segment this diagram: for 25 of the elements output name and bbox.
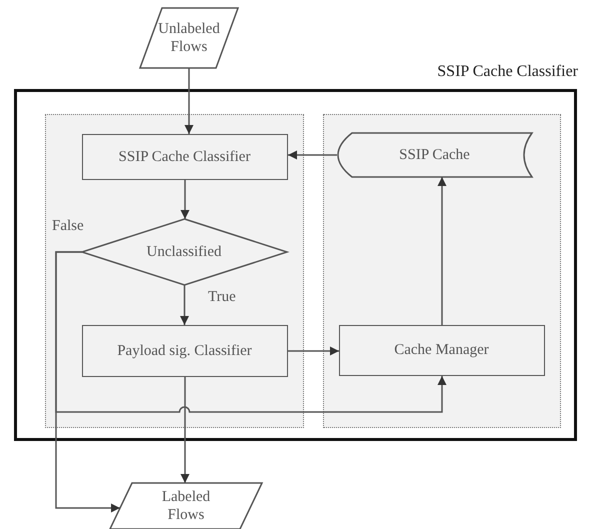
node-label: SSIP Cache xyxy=(399,146,470,164)
process-box xyxy=(82,134,288,180)
arrow xyxy=(55,251,446,413)
node-label: Unlabeled Flows xyxy=(158,20,220,56)
node-label: Cache Manager xyxy=(394,341,489,359)
node-label: SSIP Cache Classifier xyxy=(118,148,250,166)
node-label: Unclassified xyxy=(146,242,222,260)
data-parallelogram xyxy=(140,8,238,68)
frame-heading: SSIP Cache Classifier xyxy=(437,63,578,81)
dotted-panel xyxy=(323,114,561,428)
arrow xyxy=(184,68,194,134)
arrow xyxy=(288,150,337,160)
arrow xyxy=(288,346,339,356)
process-box xyxy=(82,324,288,376)
data-parallelogram xyxy=(110,483,262,529)
arrow xyxy=(180,377,190,483)
process-box xyxy=(338,324,544,376)
decision-diamond xyxy=(82,218,286,284)
stored-data-shape xyxy=(338,132,532,176)
arrow xyxy=(180,180,190,219)
node-label: Labeled Flows xyxy=(160,488,212,524)
arrow xyxy=(180,285,189,325)
node-label: Payload sig. Classifier xyxy=(117,342,252,360)
dotted-panel xyxy=(45,114,304,428)
arrow xyxy=(438,177,446,325)
